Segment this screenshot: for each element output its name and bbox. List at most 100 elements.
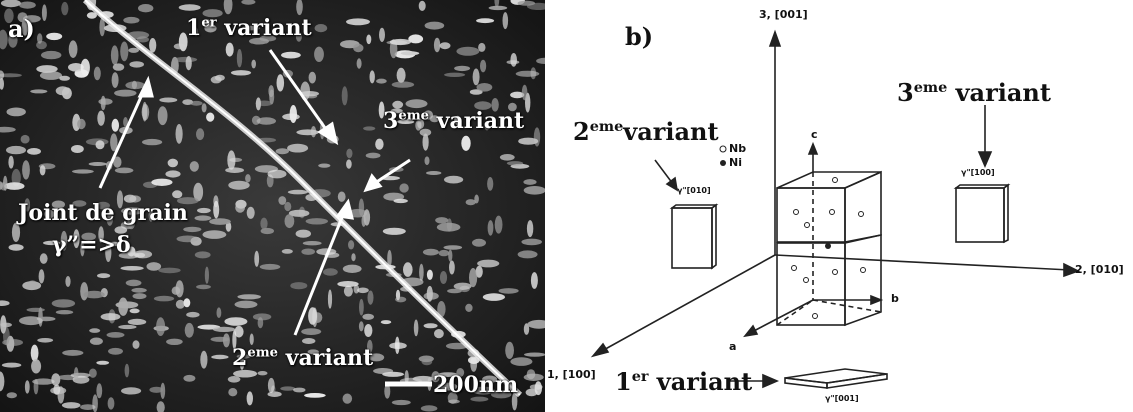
precipitate bbox=[110, 133, 118, 152]
precipitate bbox=[165, 170, 181, 178]
precipitate bbox=[343, 285, 353, 297]
precipitate bbox=[327, 289, 333, 309]
precipitate bbox=[444, 175, 464, 184]
precipitate bbox=[316, 248, 337, 256]
precipitate bbox=[318, 163, 331, 168]
precipitate bbox=[228, 180, 250, 190]
precipitate bbox=[96, 360, 110, 365]
precipitate bbox=[488, 5, 508, 11]
precipitate bbox=[224, 317, 248, 326]
precipitate bbox=[100, 95, 106, 111]
precipitate bbox=[113, 156, 122, 168]
precipitate bbox=[475, 265, 483, 278]
precipitate bbox=[517, 250, 538, 259]
precipitate bbox=[27, 148, 41, 155]
plate-001-label: γ"[001] bbox=[825, 394, 859, 403]
micrograph-panel: a) 1er variant 3eme variant Joint de gra… bbox=[0, 0, 545, 412]
precipitate bbox=[491, 98, 499, 112]
precipitate bbox=[59, 75, 70, 81]
precipitate bbox=[396, 67, 406, 83]
precipitate bbox=[484, 121, 490, 131]
precipitate bbox=[83, 290, 105, 299]
precipitate bbox=[323, 268, 338, 276]
precipitate bbox=[438, 249, 450, 257]
variant3-title: 3eme variant bbox=[897, 78, 1051, 107]
precipitate bbox=[141, 104, 150, 121]
precipitate bbox=[275, 148, 289, 155]
precipitate bbox=[478, 42, 486, 52]
precipitate bbox=[356, 58, 362, 69]
precipitate bbox=[158, 267, 181, 274]
precipitate bbox=[296, 0, 303, 16]
precipitate bbox=[41, 50, 62, 60]
precipitate bbox=[470, 396, 489, 402]
precipitate bbox=[476, 83, 493, 92]
precipitate bbox=[157, 106, 168, 126]
precipitate bbox=[357, 287, 369, 294]
precipitate bbox=[403, 262, 413, 277]
plate-100-label: γ"[100] bbox=[961, 168, 995, 177]
precipitate bbox=[359, 298, 364, 316]
precipitate bbox=[8, 155, 14, 169]
precipitate bbox=[185, 56, 192, 71]
precipitate bbox=[92, 394, 98, 412]
precipitate bbox=[346, 148, 353, 159]
micrograph-image bbox=[0, 0, 545, 412]
precipitate bbox=[39, 71, 63, 80]
precipitate bbox=[183, 298, 191, 308]
precipitate bbox=[362, 313, 375, 320]
legend-nb-label: Nb bbox=[729, 142, 747, 155]
precipitate bbox=[448, 249, 453, 262]
precipitate bbox=[206, 112, 215, 122]
precipitate bbox=[121, 387, 142, 395]
precipitate bbox=[129, 61, 144, 68]
precipitate bbox=[177, 197, 199, 205]
precipitate bbox=[526, 2, 545, 10]
precipitate bbox=[88, 162, 107, 166]
precipitate bbox=[193, 27, 199, 37]
precipitate bbox=[97, 110, 105, 126]
precipitate bbox=[421, 358, 433, 366]
axis-2-line bbox=[774, 254, 1071, 271]
cell-axis-a-label: a bbox=[729, 340, 737, 353]
precipitate bbox=[342, 393, 353, 404]
precipitate bbox=[148, 209, 154, 222]
precipitate bbox=[234, 300, 258, 309]
precipitate bbox=[525, 388, 538, 397]
precipitate bbox=[308, 71, 316, 84]
unit-cell-top bbox=[776, 187, 846, 243]
precipitate bbox=[415, 120, 422, 131]
precipitate bbox=[487, 177, 494, 191]
precipitate bbox=[98, 226, 104, 243]
panel-a-label: a) bbox=[8, 14, 35, 43]
precipitate bbox=[112, 63, 125, 71]
variant1-label: 1er variant bbox=[186, 15, 312, 41]
precipitate bbox=[26, 307, 45, 312]
precipitate bbox=[419, 128, 432, 137]
precipitate bbox=[281, 51, 301, 59]
precipitate bbox=[363, 209, 371, 226]
precipitate bbox=[363, 126, 376, 131]
precipitate bbox=[72, 200, 87, 207]
precipitate bbox=[346, 18, 370, 26]
precipitate bbox=[111, 118, 120, 132]
precipitate bbox=[127, 318, 147, 325]
precipitate bbox=[149, 38, 157, 53]
precipitate bbox=[196, 284, 211, 290]
precipitate bbox=[95, 140, 105, 150]
precipitate bbox=[151, 178, 173, 186]
precipitate bbox=[423, 323, 438, 329]
precipitate bbox=[110, 45, 119, 65]
precipitate bbox=[472, 238, 486, 247]
precipitate bbox=[365, 152, 381, 159]
precipitate bbox=[400, 51, 420, 56]
precipitate bbox=[60, 230, 68, 251]
precipitate bbox=[523, 186, 545, 195]
precipitate bbox=[379, 27, 385, 42]
precipitate bbox=[351, 253, 356, 262]
precipitate bbox=[105, 243, 112, 262]
precipitate bbox=[172, 190, 183, 199]
precipitate bbox=[156, 317, 166, 336]
precipitate bbox=[301, 248, 316, 255]
precipitate bbox=[184, 322, 194, 338]
